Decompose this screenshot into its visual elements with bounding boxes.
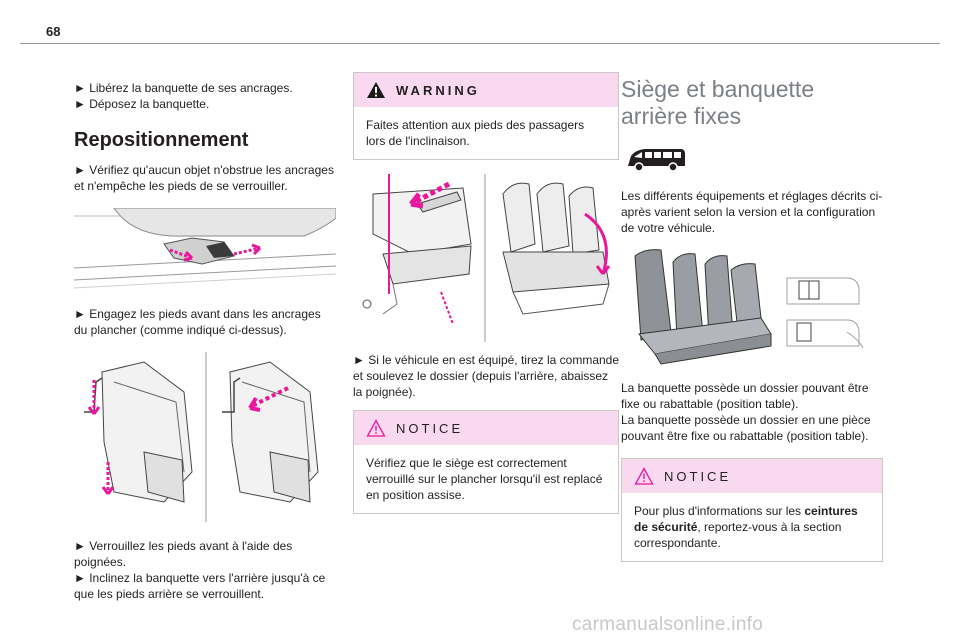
step-tilt: ► Inclinez la banquette vers l'arrière j… [74,571,326,601]
section-title: Siège et banquette arrière fixes [621,76,815,129]
section-heading: Repositionnement [74,129,249,151]
warning-header: WARNING [354,73,618,107]
notice-text-col3: Pour plus d'informations sur les ceintur… [634,503,870,551]
seatbelt-link-text: ceintures de sécurité [634,504,858,534]
notice-text-col2: Vérifiez que le siège est correctement v… [366,456,603,502]
para-2: La banquette possède un dossier en une p… [621,413,871,443]
notice-box-col2: NOTICE Vérifiez que le siège est correct… [353,410,619,514]
page-number: 68 [46,24,61,39]
intro-text: Les différents équipements et réglages d… [621,189,883,235]
bench-seat-illustration [634,249,864,365]
notice-text-after: , reportez-vous à la section corresponda… [634,520,842,550]
warning-label: WARNING [396,82,480,98]
step-engage: ► Engagez les pieds avant dans les ancra… [74,307,321,337]
anchor-illustration [74,208,336,290]
column-1: ► Libérez la banquette de ses ancrages. … [74,68,336,602]
step-remove: ► Déposez la banquette. [74,97,210,111]
notice-text-before: Pour plus d'informations sur les [634,504,805,518]
column-2: WARNING Faites attention aux pieds des p… [353,72,619,514]
van-icon [628,149,685,172]
notice-label-col2: NOTICE [396,420,464,436]
step-lock: ► Verrouillez les pieds avant à l'aide d… [74,539,293,569]
step-seat: ► Si le véhicule en est équipé, tirez la… [353,353,620,399]
watermark: carmanualsonline.info [572,614,764,635]
warning-text: Faites attention aux pieds des passagers… [366,118,585,148]
feet-lock-illustration [84,352,319,522]
notice-label-col3: NOTICE [664,468,732,484]
notice-header-col3: NOTICE [622,459,882,493]
seat-lever-illustration [362,174,611,342]
column-3: Siège et banquette arrière fixes Les dif… [621,76,883,562]
notice-triangle-icon [634,467,654,485]
warning-triangle-icon [367,82,385,98]
header-rule [20,43,940,44]
notice-box-col3: NOTICE Pour plus d'informations sur les … [621,458,883,562]
step-release: ► Libérez la banquette de ses ancrages. [74,81,293,95]
warning-box: WARNING Faites attention aux pieds des p… [353,72,619,160]
para-1: La banquette possède un dossier pouvant … [621,381,869,411]
notice-header-col2: NOTICE [354,411,618,445]
step-check: ► Vérifiez qu'aucun objet n'obstrue les … [74,163,334,193]
notice-triangle-icon [366,419,386,437]
